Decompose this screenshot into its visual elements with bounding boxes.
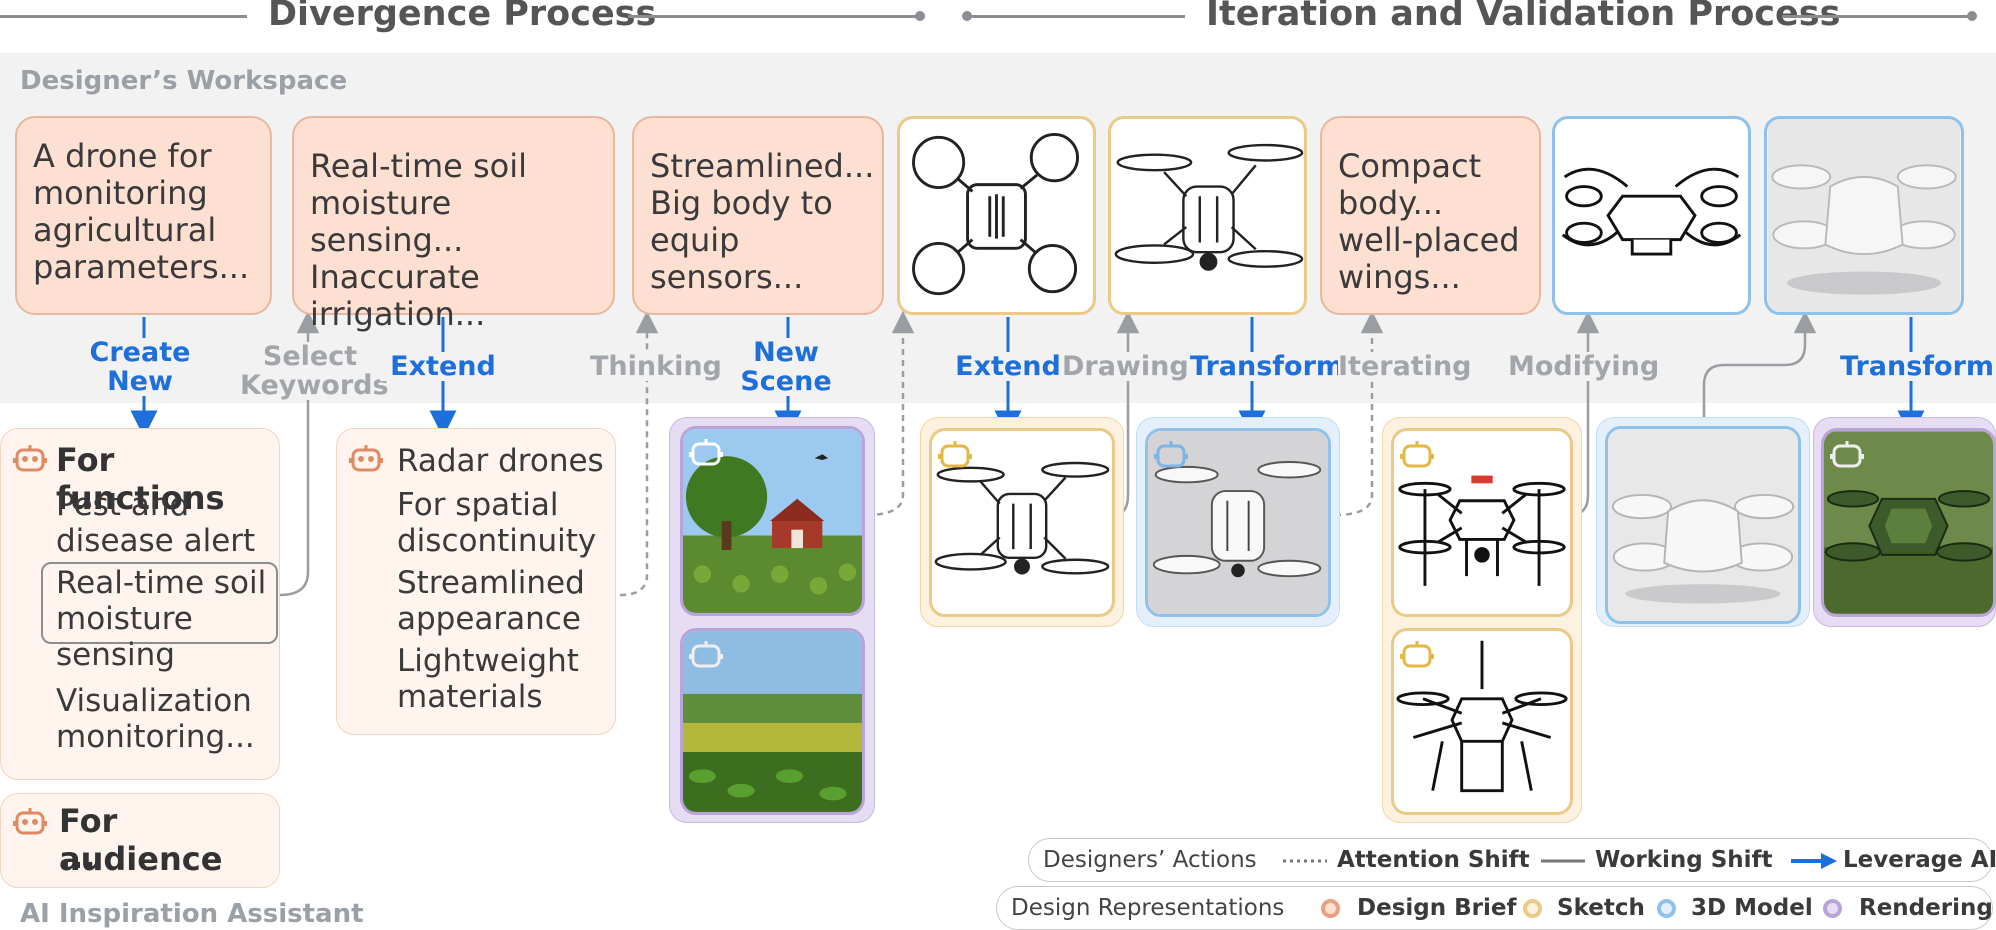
scene-crop-field[interactable] — [680, 628, 865, 815]
attention-shift-thinking — [619, 310, 659, 597]
drone-3d-image — [1767, 119, 1961, 312]
legend-actions: Designers’ Actions Attention Shift Worki… — [1028, 838, 1996, 882]
ai-robot-icon — [1399, 637, 1435, 675]
keyword-item[interactable]: For spatial discontinuity — [397, 487, 597, 559]
action-select-keywords: Select Keywords — [240, 341, 389, 401]
header-line-left-b — [628, 15, 920, 18]
drone-model-image — [1561, 167, 1742, 256]
ai-model-drone[interactable] — [1145, 428, 1331, 617]
header-line-left-a — [0, 15, 247, 18]
drone-sketch-image — [934, 461, 1110, 575]
ai-keywords-panel: Radar drones For spatial discontinuity S… — [336, 428, 616, 735]
action-create-new: Create New — [80, 338, 200, 396]
scene-barn-farm[interactable] — [680, 426, 865, 616]
legend-representations: Design Representations Design Brief Sket… — [996, 886, 1993, 930]
design-brief-3[interactable]: Streamlined... Big body to equip sensors… — [632, 116, 884, 315]
audience-ellipsis: ... — [59, 838, 96, 876]
header-dot — [915, 11, 925, 21]
ai-functions-panel: For functions Pest and disease alert Rea… — [0, 428, 280, 780]
header-dot — [1967, 11, 1977, 21]
function-item[interactable]: Real-time soil moisture sensing — [56, 565, 267, 673]
function-item[interactable]: Pest and disease alert — [56, 487, 256, 559]
attention-shift-scene — [865, 310, 915, 517]
keyword-item[interactable]: Lightweight materials — [397, 643, 579, 715]
action-iterating: Iterating — [1338, 351, 1472, 382]
design-brief-4[interactable]: Compact body... well-placed wings... — [1320, 116, 1541, 315]
design-brief-2[interactable]: Real-time soil moisture sensing... Inacc… — [292, 116, 615, 333]
model-drone-3d[interactable] — [1764, 116, 1964, 315]
ai-robot-icon — [1829, 437, 1865, 475]
working-shift-swatch — [1541, 859, 1585, 863]
ai-robot-icon — [12, 804, 48, 842]
action-extend-2: Extend — [948, 352, 1068, 381]
ai-robot-icon — [348, 441, 384, 479]
divergence-title: Divergence Process — [268, 0, 657, 34]
action-new-scene: New Scene — [736, 338, 836, 396]
model-swatch — [1657, 899, 1676, 918]
drone-sketch-image — [1398, 475, 1566, 586]
functions-title: For functions — [56, 441, 225, 517]
attention-shift-swatch — [1283, 859, 1327, 863]
legend-working-shift: Working Shift — [1595, 847, 1773, 873]
ai-sketch-quad-2[interactable] — [1391, 628, 1573, 815]
drone-sketch-image — [912, 132, 1080, 296]
rendering-swatch — [1823, 899, 1842, 918]
action-transform-2: Transform — [1840, 351, 1995, 382]
action-transform-1: Transform — [1190, 351, 1345, 382]
leverage-ai-swatch — [1791, 853, 1837, 869]
model-drone-render[interactable] — [1552, 116, 1751, 315]
iteration-title: Iteration and Validation Process — [1206, 0, 1841, 34]
ai-sketch-quad-1[interactable] — [1391, 428, 1573, 617]
sketch-drone-detailed[interactable] — [1108, 116, 1307, 315]
header-line-right-b — [1782, 15, 1972, 18]
legend-representations-label: Design Representations — [1011, 895, 1285, 921]
farm-scene-image — [683, 429, 862, 613]
drone-3d-image — [1148, 431, 1328, 614]
legend-leverage-ai: Leverage AI — [1843, 847, 1996, 873]
attention-shift-iterating — [1334, 310, 1384, 517]
drone-render-image — [1824, 431, 1993, 614]
action-extend-1: Extend — [380, 352, 506, 381]
ai-audience-panel: For audience ... — [0, 793, 280, 888]
legend-3d-model: 3D Model — [1691, 895, 1813, 921]
legend-sketch: Sketch — [1557, 895, 1645, 921]
ai-robot-icon — [688, 435, 724, 473]
ai-assistant-label: AI Inspiration Assistant — [20, 899, 364, 929]
sketch-quadcopter-topdown[interactable] — [897, 116, 1096, 315]
design-brief-swatch — [1321, 899, 1340, 918]
drone-3d-image — [1608, 429, 1798, 621]
workspace-label: Designer’s Workspace — [20, 66, 348, 96]
keyword-item[interactable]: Radar drones — [397, 443, 604, 479]
ai-model-drone-white[interactable] — [1605, 426, 1801, 624]
design-brief-1[interactable]: A drone for monitoring agricultural para… — [15, 116, 272, 315]
ai-robot-icon — [1399, 437, 1435, 475]
final-rendering-drone[interactable] — [1821, 428, 1996, 617]
ai-robot-icon — [688, 637, 724, 675]
ai-robot-icon — [1153, 437, 1189, 475]
legend-attention-shift: Attention Shift — [1337, 847, 1530, 873]
ai-robot-icon — [12, 441, 48, 479]
drone-sketch-image — [1114, 143, 1304, 271]
action-modifying: Modifying — [1508, 351, 1660, 382]
function-item[interactable]: Visualization monitoring... — [56, 683, 255, 755]
keyword-item[interactable]: Streamlined appearance — [397, 565, 585, 637]
audience-title: For audience — [59, 802, 223, 878]
action-thinking: Thinking — [590, 351, 722, 382]
legend-design-brief: Design Brief — [1357, 895, 1517, 921]
working-shift-to-model — [1702, 310, 1817, 418]
ai-sketch-drone[interactable] — [929, 428, 1115, 617]
action-drawing: Drawing — [1062, 351, 1189, 382]
legend-rendering: Rendering — [1859, 895, 1993, 921]
header-line-right-a — [967, 15, 1185, 18]
working-shift-select-keywords — [279, 310, 320, 597]
field-scene-image — [683, 631, 862, 812]
sketch-swatch — [1523, 899, 1542, 918]
selected-keyword-box[interactable] — [41, 562, 278, 644]
drone-sketch-image — [1396, 640, 1568, 793]
legend-actions-label: Designers’ Actions — [1043, 847, 1257, 873]
ai-robot-icon — [937, 437, 973, 475]
